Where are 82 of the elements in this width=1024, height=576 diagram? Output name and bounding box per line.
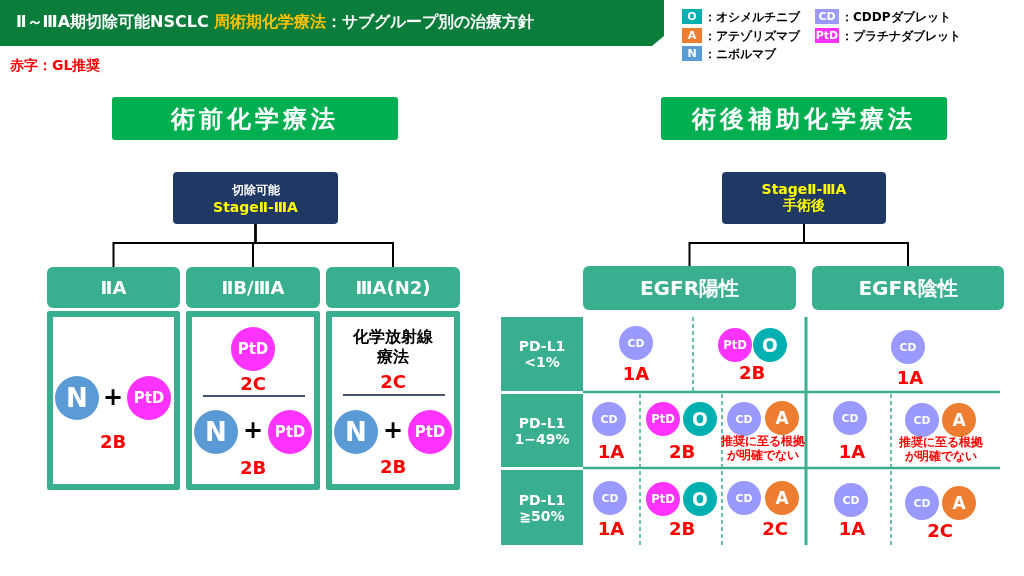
- grade-label: 2C: [380, 370, 406, 392]
- note-text: 推奨に至る根拠が明確でない: [898, 435, 984, 463]
- legend-text: ：CDDPダブレット: [841, 9, 951, 26]
- stage-text: StageⅡ-ⅢA: [213, 198, 298, 215]
- grade-label: 1A: [838, 440, 866, 462]
- drug-circle: O: [683, 402, 717, 436]
- drug-circle: CD: [593, 481, 627, 515]
- drug-circle: N: [55, 376, 99, 420]
- drug-circle: CD: [834, 483, 868, 517]
- drug-circle: A: [942, 403, 976, 437]
- stage-text: 切除可能: [231, 181, 280, 199]
- drug-circle: CD: [905, 486, 939, 520]
- grade-label: 2B: [239, 456, 267, 478]
- group-header: ⅡB/ⅢA: [186, 267, 320, 308]
- drug-circle: CD: [619, 326, 653, 360]
- legend-code: N: [687, 46, 697, 60]
- group-header: ⅢA(N2): [326, 267, 460, 308]
- grade-label: 2B: [99, 430, 127, 452]
- legend-text: ：プラチナダブレット: [841, 28, 961, 45]
- group-header: ⅡA: [47, 267, 180, 308]
- group-header: EGFR陽性: [583, 266, 796, 310]
- note-text: 推奨に至る根拠が明確でない: [720, 434, 806, 462]
- drug-circle: PtD: [268, 410, 312, 454]
- drug-circle: CD: [592, 402, 626, 436]
- stage-text: 手術後: [783, 197, 825, 215]
- treatment-panel: [47, 311, 180, 490]
- connector-line: [803, 223, 909, 267]
- section-banner: 術前化学療法: [112, 97, 398, 140]
- drug-circle: CD: [727, 481, 761, 515]
- row-header: PD-L1 <1%: [501, 317, 583, 391]
- drug-circle: PtD: [408, 410, 452, 454]
- row-header: PD-L1 ≧50%: [501, 470, 583, 545]
- grade-label: 2B: [738, 361, 766, 383]
- drug-circle: PtD: [231, 327, 275, 371]
- drug-circle: N: [334, 410, 378, 454]
- legend-code: CD: [818, 9, 836, 23]
- legend-code: O: [687, 9, 697, 23]
- grade-label: 1A: [896, 366, 924, 388]
- legend-text: ：アテゾリズマブ: [704, 28, 800, 45]
- grade-label: 2C: [240, 372, 266, 394]
- grade-label: 2B: [668, 517, 696, 539]
- grade-label: 2C: [927, 519, 953, 541]
- grade-label: 2B: [668, 440, 696, 462]
- plus-sign: +: [382, 416, 404, 444]
- drug-circle: A: [765, 401, 799, 435]
- drug-circle: O: [753, 328, 787, 362]
- legend-code: PtD: [815, 28, 839, 42]
- drug-circle: CD: [905, 403, 939, 437]
- legend-text: ：ニボルマブ: [704, 46, 776, 63]
- plus-sign: +: [102, 383, 124, 411]
- drug-circle: PtD: [718, 328, 752, 362]
- grade-label: 2B: [379, 455, 407, 477]
- section-banner: 術後補助化学療法: [661, 97, 947, 140]
- treatment-label: 化学放射線療法: [352, 327, 434, 367]
- drug-circle: PtD: [646, 402, 680, 436]
- drug-circle: A: [765, 481, 799, 515]
- drug-circle: O: [683, 482, 717, 516]
- treatment-panel: [186, 311, 320, 490]
- connector-line: [254, 223, 394, 268]
- treatment-panel: [326, 311, 460, 490]
- note-text: 赤字：GL推奨: [10, 57, 101, 75]
- drug-circle: CD: [891, 330, 925, 364]
- grade-label: 2C: [762, 517, 788, 539]
- stage-text: StageⅡ-ⅢA: [761, 181, 847, 197]
- grade-label: 1A: [838, 517, 866, 539]
- group-header: EGFR陰性: [812, 266, 1004, 310]
- grade-label: 1A: [597, 440, 625, 462]
- drug-circle: N: [194, 410, 238, 454]
- drug-circle: PtD: [646, 482, 680, 516]
- drug-circle: A: [942, 486, 976, 520]
- drug-circle: CD: [727, 402, 761, 436]
- stage-box: [173, 172, 338, 224]
- plus-sign: +: [242, 416, 264, 444]
- row-header: PD-L1 1−49%: [501, 394, 583, 467]
- stage-box: [722, 172, 886, 224]
- legend-code: A: [687, 28, 697, 42]
- legend-text: ：オシメルチニブ: [704, 9, 800, 26]
- drug-circle: PtD: [127, 376, 171, 420]
- grade-label: 1A: [622, 362, 650, 384]
- drug-circle: CD: [833, 401, 867, 435]
- grade-label: 1A: [597, 517, 625, 539]
- title: Ⅱ～ⅢA期切除可能NSCLC 周術期化学療法：サブグループ別の治療方針: [16, 12, 535, 33]
